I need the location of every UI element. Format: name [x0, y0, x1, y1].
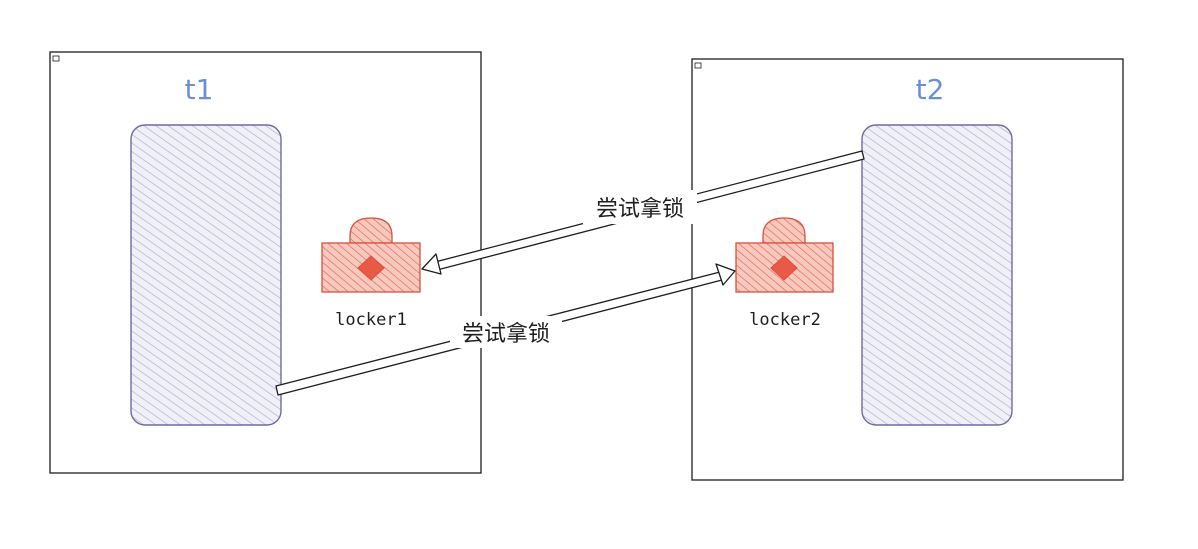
- keyhole-icon: [357, 255, 385, 281]
- lock-label-locker1: locker1: [335, 310, 407, 330]
- frame-handle-icon: [52, 55, 60, 62]
- edge-t1-to-locker2[interactable]: 尝试拿锁: [275, 263, 736, 396]
- lock-shackle: [349, 217, 393, 244]
- frame-handle-icon: [694, 62, 702, 69]
- edge-t2-to-locker1[interactable]: 尝试拿锁: [421, 150, 865, 275]
- edge-label-t2-locker1: 尝试拿锁: [596, 196, 684, 222]
- worker-block-t1[interactable]: [130, 124, 282, 426]
- lock-label-locker2: locker2: [749, 310, 821, 330]
- thread-frame-t1[interactable]: t1: [49, 51, 482, 474]
- edge-label-background: [450, 316, 562, 348]
- thread-frame-t2[interactable]: t2: [691, 58, 1124, 481]
- edge-label-background: [583, 190, 697, 224]
- keyhole-icon: [770, 255, 798, 281]
- lock-locker1[interactable]: locker1: [321, 217, 421, 330]
- edge-label-t1-locker2: 尝试拿锁: [462, 321, 550, 347]
- lock-locker2[interactable]: locker2: [735, 217, 834, 330]
- thread-label-t2: t2: [916, 73, 945, 106]
- thread-label-t1: t1: [185, 73, 214, 106]
- arrow-head-icon: [715, 263, 736, 286]
- lock-shackle: [762, 217, 806, 244]
- worker-block-t2[interactable]: [861, 124, 1013, 426]
- arrow-head-icon: [421, 253, 442, 275]
